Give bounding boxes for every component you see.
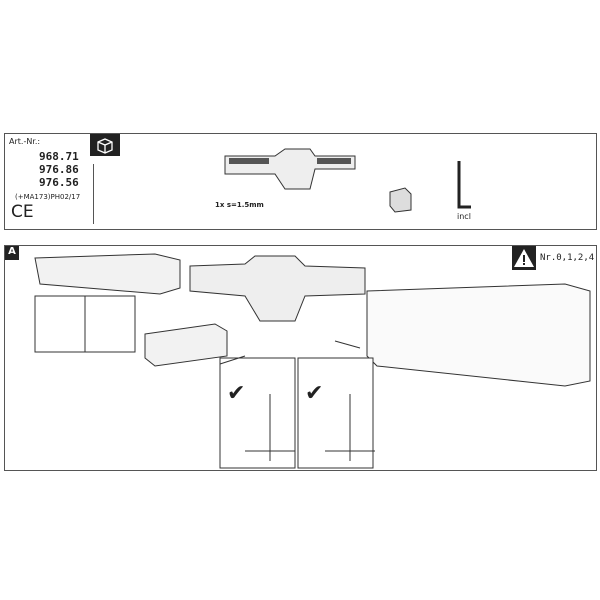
checkmark-icon: ✔ [305, 381, 324, 406]
allen-key-icon [457, 161, 471, 209]
step-label: A [5, 246, 19, 260]
connector-drawing [224, 148, 356, 190]
incl-label: incl [457, 212, 471, 221]
end-cap-drawing [389, 187, 412, 213]
tool-size-label: 1x s=1.5mm [215, 201, 264, 209]
ce-mark: CE [11, 202, 34, 222]
tool-number-label: Nr.0,1,2,4 [540, 253, 595, 263]
vertical-divider [93, 164, 94, 224]
article-number: 976.56 [39, 176, 79, 189]
art-label: Art.-Nr.: [9, 137, 41, 146]
step-a-panel: A Nr.0,1,2,4 ✔ ✔ [4, 245, 597, 471]
checkmark-icon: ✔ [227, 381, 246, 406]
parts-panel: Art.-Nr.: 968.71 976.86 976.56 (+MA173)P… [4, 133, 597, 230]
reference-code: (+MA173)PH02/17 [15, 193, 81, 201]
assembly-drawing [34, 253, 591, 469]
warning-icon [512, 246, 536, 270]
article-number: 976.86 [39, 163, 79, 176]
article-number: 968.71 [39, 150, 79, 163]
package-box-icon [90, 134, 120, 156]
